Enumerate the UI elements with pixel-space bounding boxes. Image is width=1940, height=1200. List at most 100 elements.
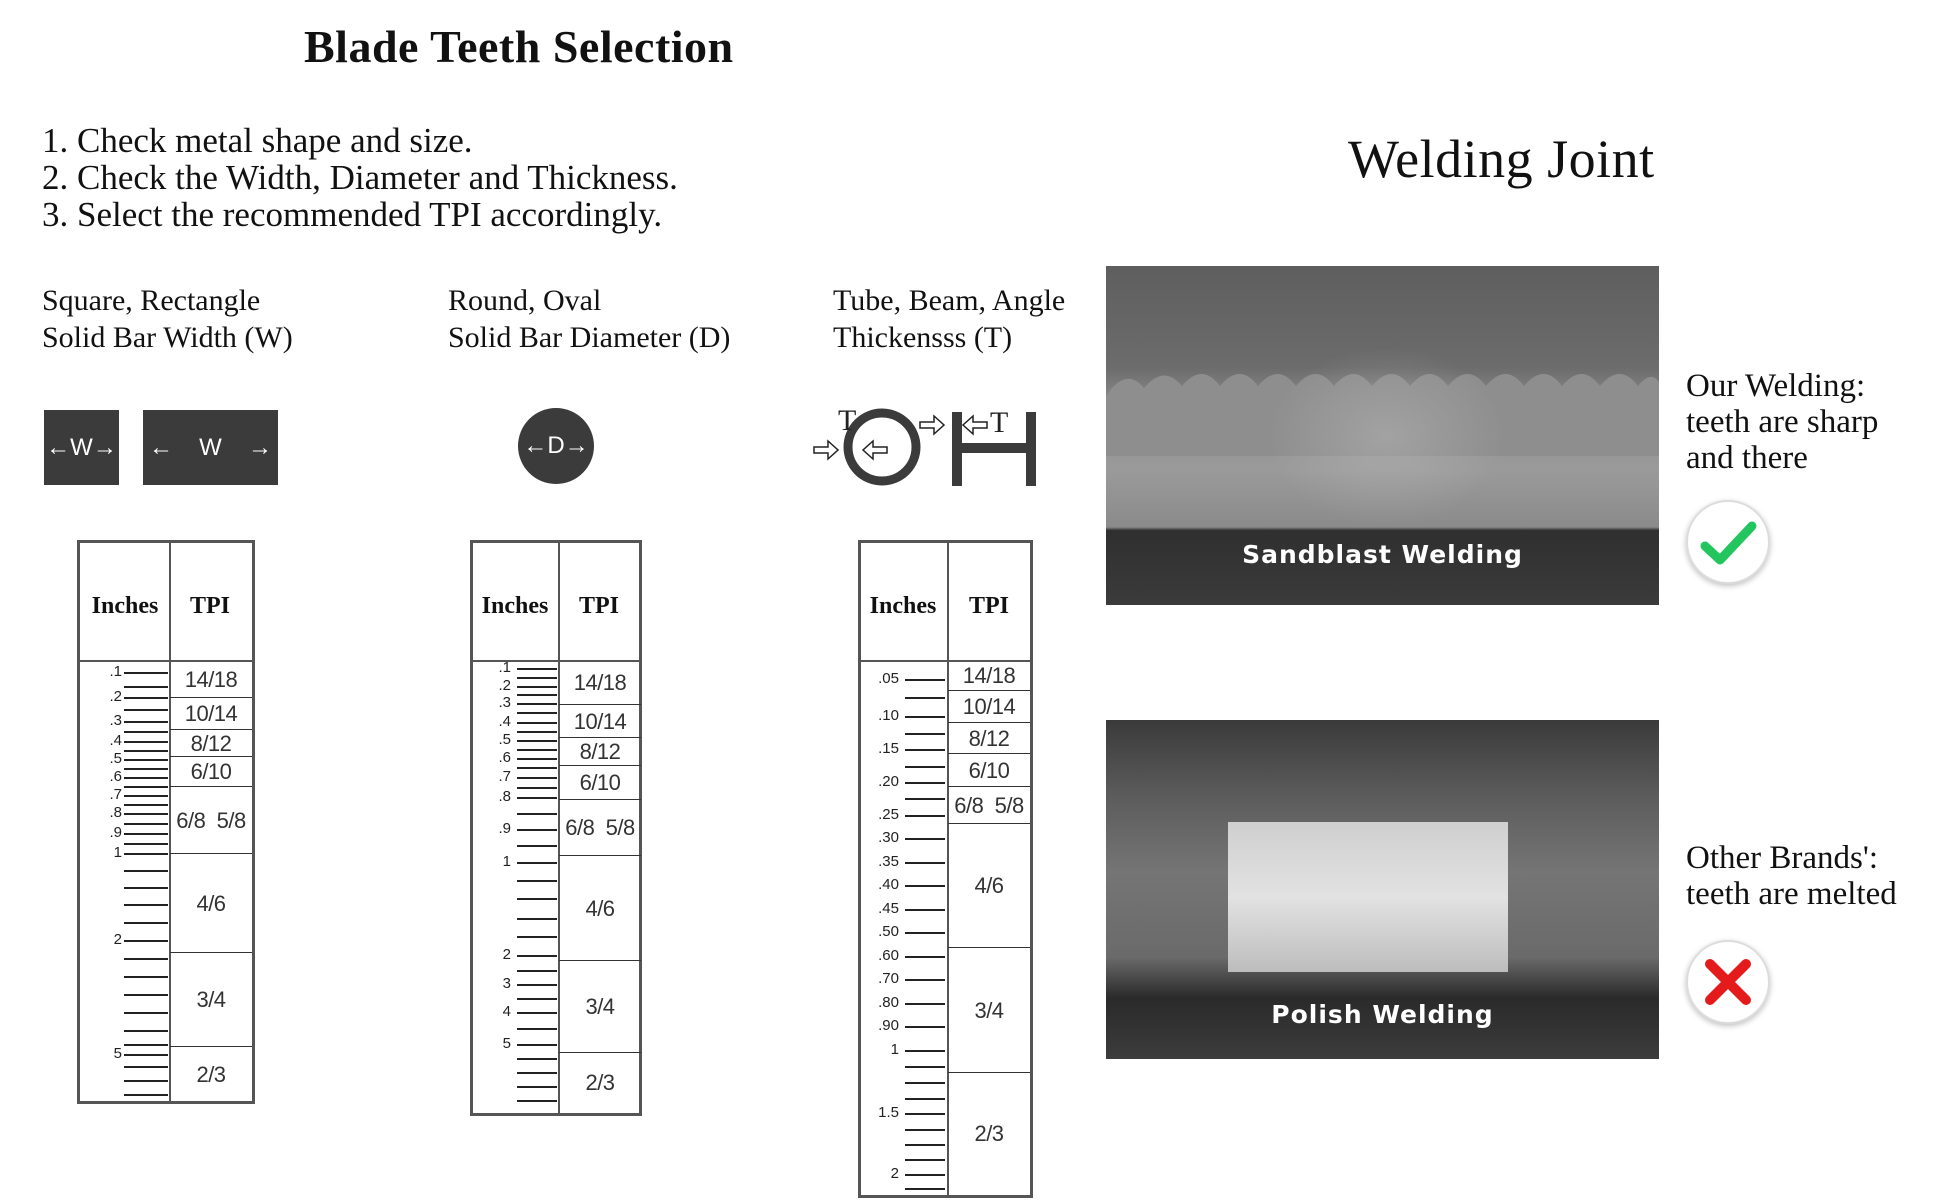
- page-title: Blade Teeth Selection: [304, 21, 734, 72]
- scale-tick: [517, 740, 557, 742]
- tpi-column-header: TPI: [578, 593, 619, 619]
- chart-header: [80, 543, 252, 662]
- scale-tick: [905, 815, 945, 817]
- scale-tick: [517, 998, 557, 1000]
- tube-thickness-symbol: T: [838, 404, 856, 437]
- tpi-chart-tube: Inches TPI .05.10.15.20.25.30.35.40.45.5…: [858, 540, 1033, 1198]
- inch-label: .6: [498, 749, 511, 766]
- section-square-label: Square, Rectangle Solid Bar Width (W): [42, 282, 293, 356]
- tpi-band-divider: [559, 765, 641, 766]
- scale-tick: [517, 787, 557, 789]
- scale-tick: [124, 731, 168, 733]
- sandblast-welding-photo: Sandblast Welding: [1106, 266, 1659, 605]
- scale-tick: [517, 758, 557, 760]
- tpi-value: 6/8 5/8: [176, 807, 246, 833]
- scale-tick: [517, 1028, 557, 1030]
- tpi-band-divider: [948, 823, 1030, 824]
- beam-arrow-right-icon: [919, 414, 946, 436]
- inch-label: .8: [109, 804, 122, 821]
- scale-tick: [517, 918, 557, 920]
- cross-icon: [1705, 959, 1751, 1005]
- scale-tick: [905, 1144, 945, 1146]
- inch-label: .9: [109, 824, 122, 841]
- section-round-measure: Solid Bar Diameter (D): [448, 321, 731, 354]
- tpi-value: 2/3: [974, 1121, 1004, 1146]
- bad-welding-note: Other Brands': teeth are melted: [1686, 840, 1897, 912]
- tpi-band-divider: [559, 1052, 641, 1053]
- inch-label: .7: [498, 768, 511, 785]
- tpi-value: 3/4: [196, 987, 226, 1012]
- tpi-value: 14/18: [573, 670, 627, 695]
- scale-tick: [124, 813, 168, 815]
- inch-label: .4: [498, 713, 511, 730]
- welding-title: Welding Joint: [1348, 129, 1655, 189]
- inch-label: .6: [109, 768, 122, 785]
- scale-tick: [517, 703, 557, 705]
- beam-arrow-left-icon: [961, 414, 988, 436]
- section-tube-label: Tube, Beam, Angle Thickensss (T): [833, 282, 1065, 356]
- scale-tick: [517, 984, 557, 986]
- scale-tick: [124, 686, 168, 688]
- inch-label: .5: [109, 750, 122, 767]
- inch-label: .25: [878, 806, 899, 823]
- scale-tick: [905, 862, 945, 864]
- square-bar-icon: ←W→: [44, 410, 119, 485]
- scale-tick: [124, 1054, 168, 1056]
- scale-tick: [905, 1098, 945, 1100]
- scale-tick: [905, 979, 945, 981]
- scale-tick: [905, 932, 945, 934]
- steps-list: 1. Check metal shape and size. 2. Check …: [42, 122, 678, 233]
- scale-tick: [517, 686, 557, 688]
- round-bar-icon: ←D→: [518, 408, 594, 484]
- good-note-line: teeth are sharp: [1686, 404, 1879, 440]
- inch-label: .40: [878, 876, 899, 893]
- inches-column-header: Inches: [91, 593, 159, 619]
- inch-label: .5: [498, 731, 511, 748]
- tpi-value: 6/8 5/8: [954, 792, 1024, 818]
- tpi-value: 4/6: [585, 895, 615, 921]
- tpi-band-divider: [170, 1046, 252, 1047]
- tpi-band-divider: [559, 704, 641, 705]
- cross-badge: [1686, 940, 1770, 1024]
- width-arrow-left-icon: ←: [149, 433, 173, 461]
- section-tube-shape: Tube, Beam, Angle: [833, 284, 1066, 317]
- scale-tick: [124, 1030, 168, 1032]
- inch-label: .45: [878, 900, 899, 917]
- inch-label: .90: [878, 1017, 899, 1034]
- scale-tick: [517, 1100, 557, 1102]
- scale-tick: [124, 768, 168, 770]
- scale-tick: [517, 694, 557, 696]
- inch-label: 2: [890, 1165, 899, 1182]
- scale-tick: [124, 721, 168, 723]
- section-round-shape: Round, Oval: [448, 284, 602, 317]
- diameter-arrow-right-icon: →: [564, 432, 589, 459]
- tpi-band-divider: [948, 722, 1030, 723]
- tpi-value: 2/3: [585, 1070, 615, 1095]
- step-1: 1. Check metal shape and size.: [42, 121, 473, 160]
- scale-tick: [124, 697, 168, 699]
- arrow-left-icon: [861, 439, 888, 461]
- chart-divider: [947, 543, 949, 1195]
- scale-tick: [905, 1082, 945, 1084]
- tpi-value: 4/6: [196, 890, 226, 916]
- inch-label: .10: [878, 707, 899, 724]
- step-3: 3. Select the recommended TPI accordingl…: [42, 195, 663, 234]
- scale-tick: [905, 1159, 945, 1161]
- scale-tick: [124, 1080, 168, 1082]
- inch-label: .3: [109, 712, 122, 729]
- good-note-line: and there: [1686, 440, 1808, 476]
- scale-tick: [517, 970, 557, 972]
- beam-web: [962, 443, 1026, 453]
- scale-tick: [905, 1026, 945, 1028]
- scale-tick: [905, 1066, 945, 1068]
- scale-tick: [517, 767, 557, 769]
- inch-label: .2: [498, 677, 511, 694]
- scale-tick: [124, 750, 168, 752]
- tpi-band-divider: [170, 952, 252, 953]
- tpi-value: 10/14: [573, 708, 627, 734]
- diameter-arrow-left-icon: ←: [523, 432, 548, 459]
- tpi-value: 10/14: [962, 694, 1016, 719]
- scale-tick: [517, 731, 557, 733]
- inch-label: .4: [109, 732, 122, 749]
